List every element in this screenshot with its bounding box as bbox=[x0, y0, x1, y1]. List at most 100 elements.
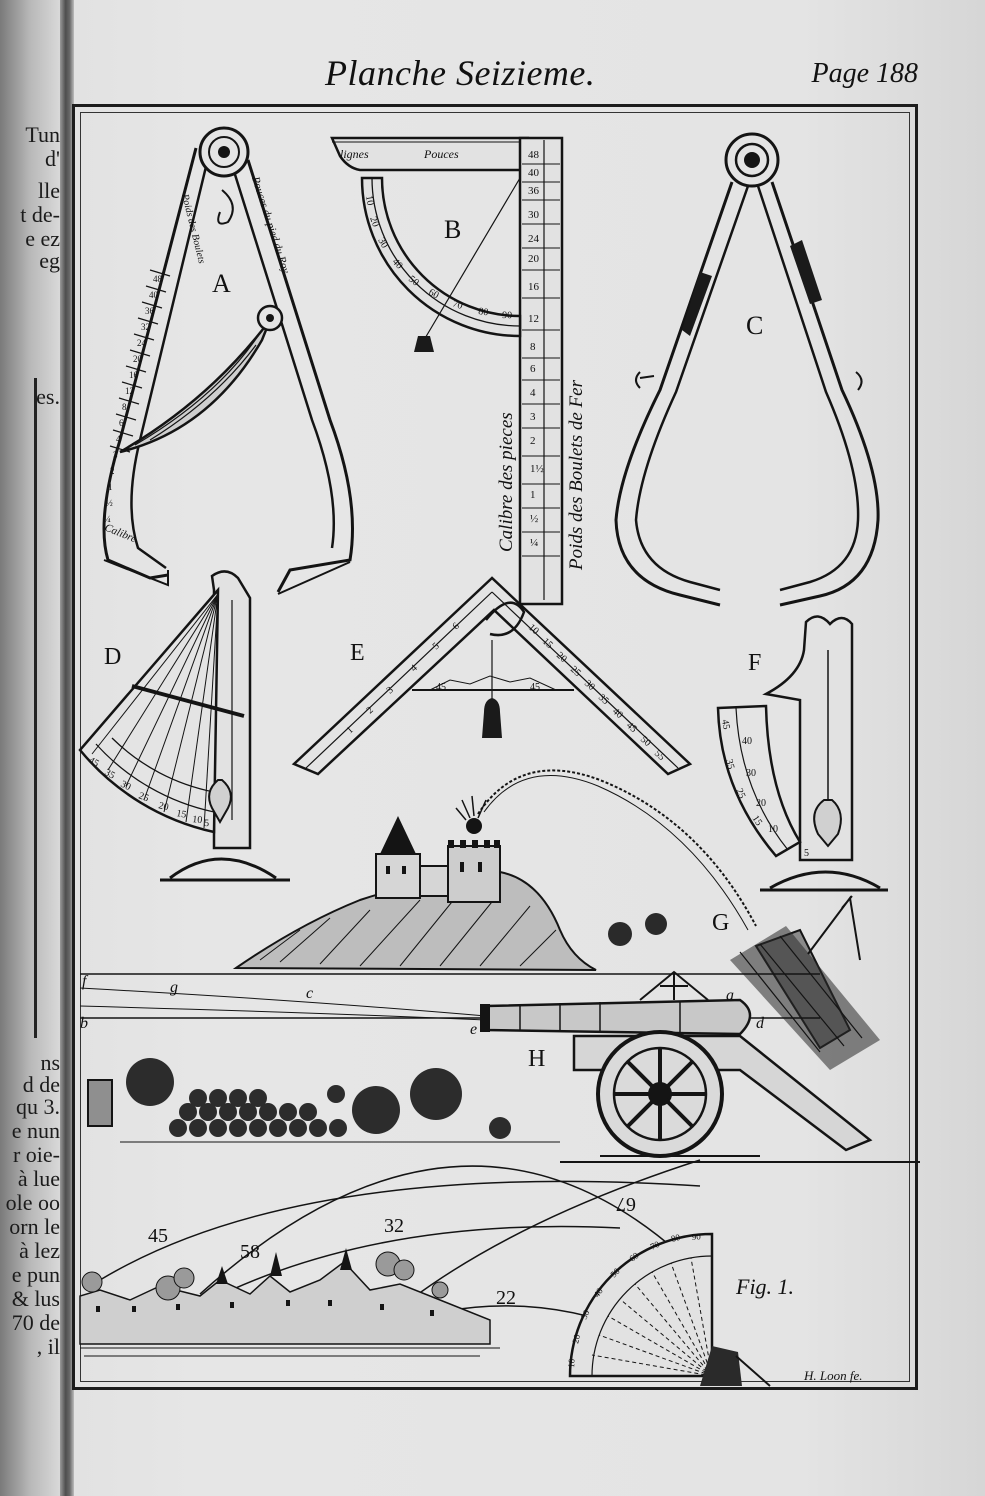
arc-label: 40 bbox=[742, 736, 752, 747]
facing-line: orn le bbox=[9, 1214, 60, 1239]
rule-label: 20 bbox=[528, 253, 540, 265]
figure-d-arc-labels: 45 35 30 25 20 15 10 5 bbox=[87, 755, 210, 829]
figure-h-cannon: f g c b e a d bbox=[79, 970, 920, 1163]
engraver-signature: H. Loon fe. bbox=[803, 1368, 863, 1383]
plate-title: Planche Seizieme. bbox=[325, 53, 596, 93]
trajectory-label-67: 67 bbox=[616, 1193, 636, 1215]
figure-b-header-lignes: lignes bbox=[340, 147, 369, 161]
rule-label: 3 bbox=[530, 411, 536, 423]
scale-label: 20 bbox=[133, 354, 143, 364]
facing-line: es. bbox=[36, 384, 60, 409]
arc-label: 10 bbox=[768, 824, 778, 835]
arc-label: 60 bbox=[427, 287, 441, 301]
figure-b-inscription-poids: Poids des Boulets de Fer bbox=[566, 379, 587, 571]
scale-label: 4 bbox=[116, 434, 121, 444]
facing-page-rule bbox=[34, 378, 37, 1038]
arc-label: 45 bbox=[719, 719, 732, 731]
page-number: Page 188 bbox=[811, 58, 918, 89]
facing-line: e nun bbox=[11, 1118, 60, 1143]
quadrant-label: 20 bbox=[570, 1333, 582, 1345]
scale-label: 16 bbox=[129, 370, 139, 380]
figure-b-rule-labels: 48 40 36 30 24 20 16 12 8 6 4 3 2 1½ 1 ½… bbox=[528, 149, 544, 549]
rule-label: 1 bbox=[530, 489, 536, 501]
figure-h-point-d: d bbox=[756, 1015, 765, 1032]
facing-line: & lus bbox=[11, 1286, 60, 1311]
scale-label: 1 bbox=[345, 725, 356, 737]
scale-label: 5 bbox=[431, 641, 442, 653]
figure-b-arc-labels: 10 20 30 40 50 60 70 80 90 bbox=[363, 195, 512, 322]
arc-label: 10 bbox=[363, 195, 376, 207]
figure-b-header-pouces: Pouces bbox=[423, 147, 459, 161]
figure-e-letter: E bbox=[350, 640, 365, 666]
fig1-trajectories: 45 58 32 67 22 bbox=[79, 1159, 794, 1387]
rule-label: 2 bbox=[530, 435, 536, 447]
arc-label: 5 bbox=[204, 818, 209, 829]
scale-label: 12 bbox=[125, 386, 134, 396]
scale-label: 4 bbox=[409, 663, 420, 675]
quadrant-label: 90 bbox=[691, 1231, 701, 1242]
arc-label: 5 bbox=[804, 848, 809, 859]
arc-label: 45 bbox=[87, 755, 101, 770]
figure-h-point-a: a bbox=[726, 987, 734, 1004]
figure-h-point-f: f bbox=[82, 973, 89, 990]
arc-label: 80 bbox=[478, 306, 489, 318]
rule-label: 8 bbox=[530, 341, 536, 353]
rule-label: ½ bbox=[530, 513, 538, 525]
facing-line: qu 3. bbox=[16, 1094, 60, 1119]
facing-page-text: Tun d' lle t de- e ez eg es. ns d de qu … bbox=[0, 0, 62, 1496]
facing-line: t de- bbox=[20, 202, 60, 227]
rule-label: 24 bbox=[528, 233, 540, 245]
figure-e-arc-right: 45 bbox=[530, 682, 540, 693]
arc-label: 20 bbox=[756, 798, 766, 809]
facing-line: e ez bbox=[25, 226, 60, 251]
facing-line: ns bbox=[40, 1050, 60, 1075]
trajectory-label-22: 22 bbox=[496, 1287, 516, 1309]
plate-border bbox=[72, 104, 918, 1390]
rule-label: 6 bbox=[530, 363, 536, 375]
arc-label: 20 bbox=[367, 215, 381, 228]
rule-label: 12 bbox=[528, 313, 539, 325]
figure-c-letter: C bbox=[746, 311, 763, 340]
rule-label: ¼ bbox=[530, 537, 538, 549]
arc-label: 90 bbox=[502, 310, 512, 321]
figure-e-arc-left: 45 bbox=[436, 682, 446, 693]
quadrant-label: 10 bbox=[566, 1358, 577, 1368]
facing-line: à lez bbox=[19, 1238, 60, 1263]
rule-label: 1½ bbox=[530, 463, 544, 475]
figure-f-quadrant-stand: F 45 40 35 30 25 20 15 10 5 bbox=[716, 615, 888, 892]
scale-label: 32 bbox=[141, 322, 150, 332]
trajectory-label-45: 45 bbox=[148, 1225, 168, 1247]
figure-a-calibre-compass: A Poids des Boulets Pouces du pied du Ro… bbox=[102, 126, 354, 595]
figure-h-letter: H bbox=[528, 1046, 545, 1072]
scale-label: 8 bbox=[122, 402, 127, 412]
figure-a-inscription-poids: Poids des Boulets bbox=[179, 192, 207, 265]
scale-label: 36 bbox=[145, 306, 155, 316]
arc-label: 35 bbox=[723, 758, 736, 770]
figure-h-point-b: b bbox=[80, 1015, 88, 1032]
figure-b-gunners-square: lignes Pouces 10 20 30 40 50 60 70 80 90 bbox=[330, 136, 587, 606]
quadrant-label: 80 bbox=[670, 1232, 682, 1244]
scale-label: 6 bbox=[451, 621, 462, 633]
rule-label: 48 bbox=[528, 149, 540, 161]
facing-line: d' bbox=[45, 146, 60, 171]
arc-label: 35 bbox=[103, 767, 117, 782]
arc-label: 10 bbox=[192, 814, 203, 826]
facing-line: ole oo bbox=[5, 1190, 60, 1215]
facing-line: lle bbox=[38, 178, 60, 203]
figure-h-point-c: c bbox=[306, 985, 313, 1002]
figure-a-letter: A bbox=[212, 269, 231, 298]
arc-label: 25 bbox=[733, 787, 747, 801]
plate-inner-border bbox=[80, 112, 910, 1382]
arc-label: 30 bbox=[746, 768, 756, 779]
figure-g-bombardment-scene: G bbox=[232, 769, 880, 1070]
figure-b-inscription-calibre: Calibre des pieces bbox=[496, 412, 517, 552]
arc-label: 30 bbox=[119, 779, 133, 793]
scale-label: 2 bbox=[110, 466, 115, 476]
figure-c-calliper: C bbox=[614, 132, 880, 607]
figure-e-left-scale: 1 2 3 4 5 6 bbox=[345, 621, 462, 737]
figure-e-gunners-level: E 45 45 1 2 3 4 5 6 10 15 20 25 30 35 40… bbox=[291, 576, 693, 776]
scale-label: 48 bbox=[153, 274, 163, 284]
scale-label: 6 bbox=[119, 418, 124, 428]
